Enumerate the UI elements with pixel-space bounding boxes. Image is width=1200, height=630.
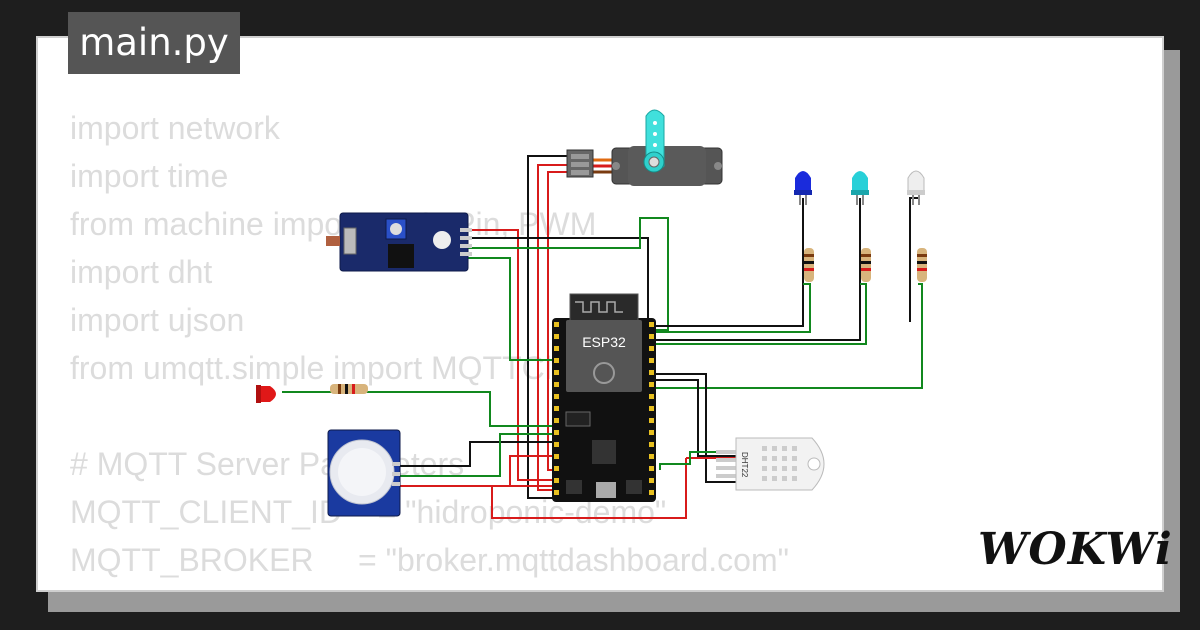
- file-tab[interactable]: main.py: [68, 12, 240, 74]
- ldr-sensor-module[interactable]: [326, 212, 472, 272]
- code-line: import dht: [70, 254, 213, 290]
- dht22-label: DHT22: [740, 452, 749, 478]
- code-line: MQTT_CLIENT_ID = "hidroponic-demo": [70, 494, 667, 530]
- code-line: import time: [70, 158, 229, 194]
- pir-sensor[interactable]: [327, 429, 401, 517]
- led-white[interactable]: [907, 170, 925, 205]
- esp32-board[interactable]: ESP32: [552, 293, 656, 502]
- resistor-1[interactable]: [804, 248, 814, 282]
- servo-motor[interactable]: [566, 109, 723, 186]
- wokwi-logo: WOKWi: [978, 524, 1173, 575]
- code-line: import network: [70, 110, 280, 146]
- resistor-3[interactable]: [917, 248, 927, 282]
- code-line: MQTT_BROKER = "broker.mqttdashboard.com": [70, 542, 789, 578]
- resistor-red-led[interactable]: [330, 384, 368, 394]
- esp32-label: ESP32: [582, 334, 626, 350]
- resistor-2[interactable]: [861, 248, 871, 282]
- led-red[interactable]: [256, 385, 276, 403]
- wires: [282, 155, 923, 519]
- code-line: import ujson: [70, 302, 245, 338]
- dht22-sensor[interactable]: DHT22: [716, 437, 825, 491]
- led-blue[interactable]: [794, 171, 812, 205]
- led-cyan[interactable]: [851, 171, 869, 205]
